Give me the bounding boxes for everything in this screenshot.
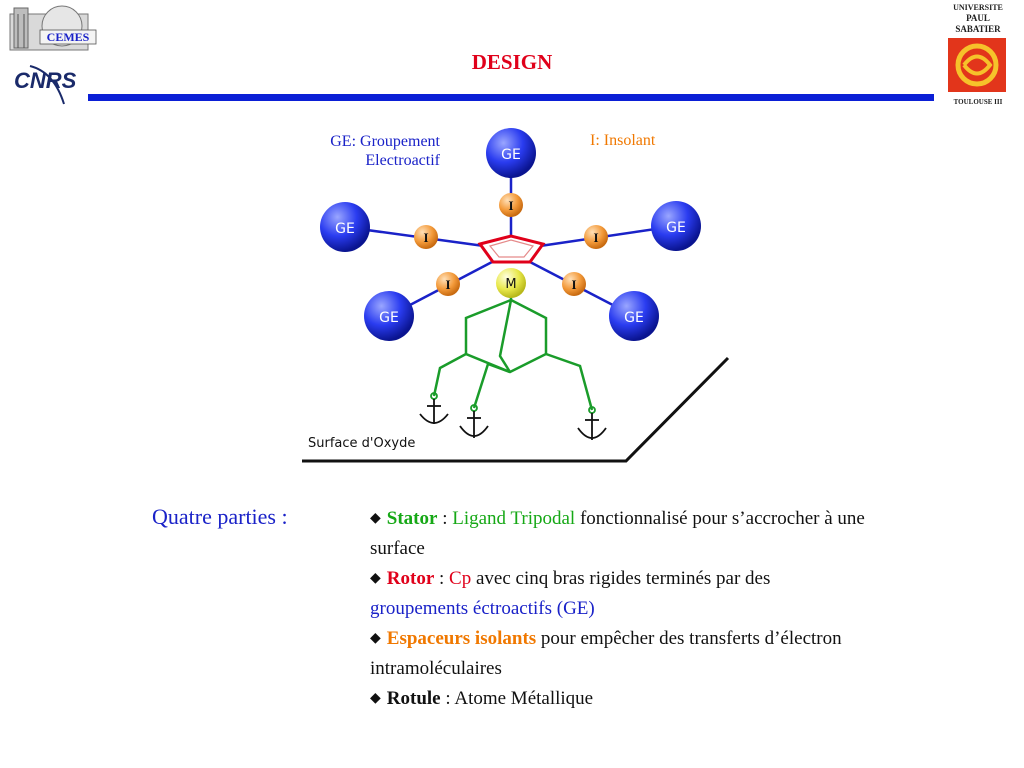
svg-text:CNRS: CNRS <box>14 68 77 93</box>
insulator-node: I <box>562 272 586 296</box>
part-description: pour empêcher des transferts d’électron … <box>370 628 842 679</box>
insulator-node: I <box>584 225 608 249</box>
parts-list: ◆ Stator : Ligand Tripodal fonctionnalisé… <box>370 504 870 714</box>
part-name: Rotule <box>386 688 441 709</box>
svg-text:UNIVERSITE: UNIVERSITE <box>953 3 1003 12</box>
insulator-node: I <box>499 193 523 217</box>
diamond-bullet-icon: ◆ <box>370 631 381 646</box>
svg-text:I: I <box>571 277 576 292</box>
svg-text:I: I <box>508 198 513 213</box>
cemes-cnrs-logo: CEMES CNRS <box>9 5 97 105</box>
stator-tripod <box>432 280 594 411</box>
part-description: Atome Métallique <box>454 688 594 709</box>
cnrs-logo: CNRS <box>14 65 77 105</box>
insulator-node: I <box>414 225 438 249</box>
svg-text:GE: GE <box>666 220 686 236</box>
svg-text:I: I <box>593 230 598 245</box>
ge-node: GE <box>651 201 701 251</box>
anchor-icon <box>419 392 449 424</box>
part-item-rotule: ◆ Rotule : Atome Métallique <box>370 684 870 714</box>
svg-text:GE: GE <box>501 147 521 163</box>
part-highlight: Cp <box>449 568 472 589</box>
svg-text:SABATIER: SABATIER <box>955 24 1001 34</box>
part-description: avec cinq bras rigides terminés par des <box>471 568 771 589</box>
diamond-bullet-icon: ◆ <box>370 511 381 526</box>
anchor-icon <box>577 406 607 440</box>
cemes-building-logo: CEMES <box>9 5 97 51</box>
insulator-node: I <box>436 272 460 296</box>
ge-node: GE <box>364 291 414 341</box>
part-item-rotor: ◆ Rotor : Cp avec cinq bras rigides termi… <box>370 564 870 624</box>
part-highlight: Ligand Tripodal <box>452 508 576 529</box>
title-underline <box>88 94 934 101</box>
cp-rotor-ring <box>477 234 546 264</box>
ge-node: GE <box>320 202 370 252</box>
metal-atom-node: M <box>496 268 526 298</box>
page-title: DESIGN <box>471 50 553 74</box>
anchor-icon <box>459 404 489 438</box>
surface-label: Surface d'Oxyde <box>308 436 416 451</box>
svg-text:I: I <box>445 277 450 292</box>
part-name: Rotor <box>386 568 435 589</box>
svg-text:GE: GE <box>379 310 399 326</box>
diamond-bullet-icon: ◆ <box>370 691 381 706</box>
anchors <box>419 392 607 440</box>
separator: : <box>437 508 453 529</box>
diamond-bullet-icon: ◆ <box>370 571 381 586</box>
svg-text:I: I <box>423 230 428 245</box>
part-description: fonctionnalisé pour s’accrocher à une su… <box>370 508 865 559</box>
svg-text:M: M <box>505 277 516 292</box>
ge-node: GE <box>486 128 536 178</box>
legend-insulator: I: Insolant <box>590 132 656 149</box>
legend-ge: GE: Groupement Electroactif <box>330 133 440 169</box>
svg-text:CEMES: CEMES <box>47 30 90 44</box>
part-name: Espaceurs isolants <box>386 628 537 649</box>
part-name: Stator <box>386 508 438 529</box>
part-highlight-2: groupements éctroactifs (GE) <box>370 598 595 619</box>
separator: : <box>440 688 455 709</box>
svg-text:GE: GE <box>335 221 355 237</box>
ge-node: GE <box>609 291 659 341</box>
part-item-stator: ◆ Stator : Ligand Tripodal fonctionnalisé… <box>370 504 870 564</box>
svg-text:TOULOUSE III: TOULOUSE III <box>954 98 1003 106</box>
part-item-spacers: ◆ Espaceurs isolants pour empêcher des tr… <box>370 624 870 684</box>
svg-text:PAUL: PAUL <box>966 13 990 23</box>
parts-heading: Quatre parties : <box>152 504 288 529</box>
separator: : <box>434 568 450 589</box>
oxide-surface <box>302 356 730 463</box>
ups-logo: UNIVERSITE PAUL SABATIER TOULOUSE III <box>948 3 1006 106</box>
svg-text:GE: GE <box>624 310 644 326</box>
